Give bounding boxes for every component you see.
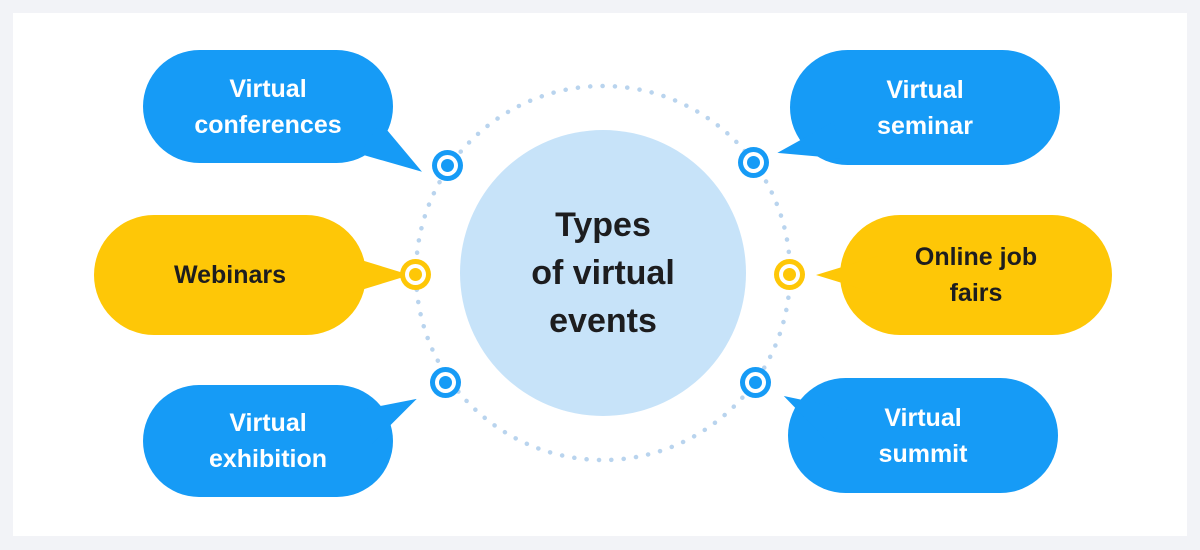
bubble-label: Virtual conferences [194, 74, 342, 139]
node-dot [749, 376, 762, 389]
center-circle: Types of virtual events [460, 130, 746, 416]
node-ring [405, 264, 426, 285]
bubble-label: Virtual seminar [877, 75, 973, 140]
connector-node-online-job-fairs [774, 259, 805, 290]
diagram-title: Types of virtual events [531, 206, 675, 340]
node-dot [783, 268, 796, 281]
bubble-label: Virtual summit [878, 403, 968, 468]
node-dot [439, 376, 452, 389]
bubble-label: Online job fairs [914, 243, 1038, 307]
connector-node-virtual-exhibition [430, 367, 461, 398]
node-dot [747, 156, 760, 169]
bubble-virtual-exhibition: Virtual exhibition [143, 385, 393, 497]
bubble-virtual-summit: Virtual summit [788, 378, 1058, 493]
bubble-virtual-conferences: Virtual conferences [143, 50, 393, 163]
node-ring [437, 155, 458, 176]
bubble-virtual-seminar: Virtual seminar [790, 50, 1060, 165]
node-dot [409, 268, 422, 281]
connector-node-webinars [400, 259, 431, 290]
bubble-online-job-fairs: Online job fairs [840, 215, 1112, 335]
node-ring [745, 372, 766, 393]
bubble-webinars: Webinars [94, 215, 410, 335]
bubble-label: Webinars [173, 261, 287, 289]
node-dot [441, 159, 454, 172]
connector-node-virtual-conferences [432, 150, 463, 181]
node-ring [743, 152, 764, 173]
connector-node-virtual-summit [740, 367, 771, 398]
node-ring [435, 372, 456, 393]
connector-node-virtual-seminar [738, 147, 769, 178]
node-ring [779, 264, 800, 285]
bubble-label: Virtual exhibition [208, 409, 328, 473]
